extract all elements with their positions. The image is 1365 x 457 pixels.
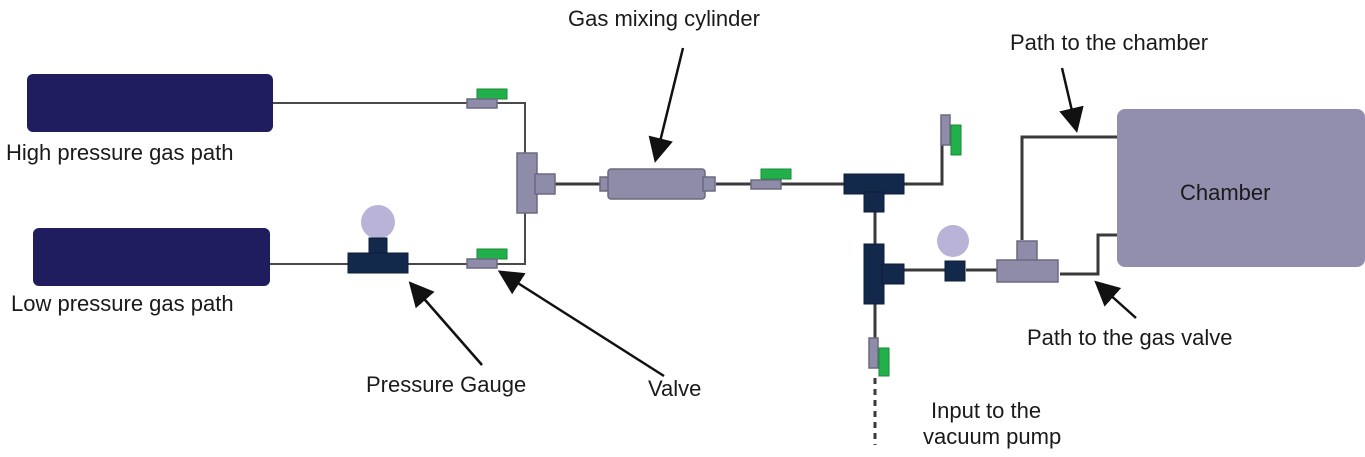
valve-handle-icon	[476, 248, 508, 260]
arrow-valve	[497, 270, 665, 378]
high-pressure-tank	[27, 74, 273, 132]
pipe-high-pressure	[272, 102, 526, 158]
valve-body-icon	[750, 179, 782, 190]
label-mixing-cylinder: Gas mixing cylinder	[568, 6, 760, 31]
low-pressure-tank	[33, 228, 270, 286]
gauge-tee-icon	[347, 252, 409, 274]
chamber-box	[1117, 109, 1365, 267]
manifold-tee-navy	[843, 173, 905, 213]
arrow-pressure-gauge	[408, 281, 483, 366]
label-high-pressure: High pressure gas path	[6, 140, 233, 165]
label-pressure-gauge: Pressure Gauge	[366, 372, 526, 397]
pipe-path-to-gas-valve	[1060, 233, 1117, 276]
label-path-to-chamber: Path to the chamber	[1010, 30, 1208, 55]
valve-vacuum	[868, 337, 890, 377]
tee-junction-grey	[516, 152, 556, 214]
valve-body-icon	[466, 98, 498, 109]
valve-handle-icon	[760, 168, 792, 180]
label-vacuum-line1: Input to the	[931, 398, 1041, 423]
label-vacuum-line2: vacuum pump	[923, 424, 1061, 449]
gauge-body-icon	[944, 260, 966, 282]
pressure-gauge-2	[937, 225, 969, 282]
vacuum-tee-navy	[863, 243, 905, 305]
valve-mixing-out	[750, 168, 792, 190]
gauge-dial-icon	[361, 205, 395, 239]
valve-body-icon	[940, 114, 951, 146]
gas-mixing-cylinder	[599, 168, 716, 200]
valve-body-icon	[466, 258, 498, 269]
valve-body-icon	[868, 337, 879, 369]
pipe-manifold-to-vent-valve	[903, 140, 944, 186]
label-valve: Valve	[648, 376, 701, 401]
valve-handle-icon	[476, 88, 508, 100]
gauge-dial-icon	[937, 225, 969, 257]
label-chamber: Chamber	[1180, 180, 1270, 205]
label-path-to-gas-valve: Path to the gas valve	[1027, 325, 1232, 350]
valve-low-pressure	[466, 248, 508, 269]
pressure-gauge-1	[347, 205, 409, 274]
arrow-path-to-gas-valve	[1094, 280, 1137, 319]
arrow-mixing-cylinder	[648, 47, 685, 163]
valve-handle-icon	[878, 347, 890, 377]
valve-handle-icon	[950, 124, 962, 156]
valve-high-pressure	[466, 88, 508, 109]
valve-vent	[940, 114, 962, 156]
arrow-path-to-chamber	[1059, 67, 1084, 133]
label-low-pressure: Low pressure gas path	[11, 291, 234, 316]
pipe-path-to-chamber	[1020, 135, 1117, 240]
chamber-tee-grey	[996, 240, 1059, 283]
